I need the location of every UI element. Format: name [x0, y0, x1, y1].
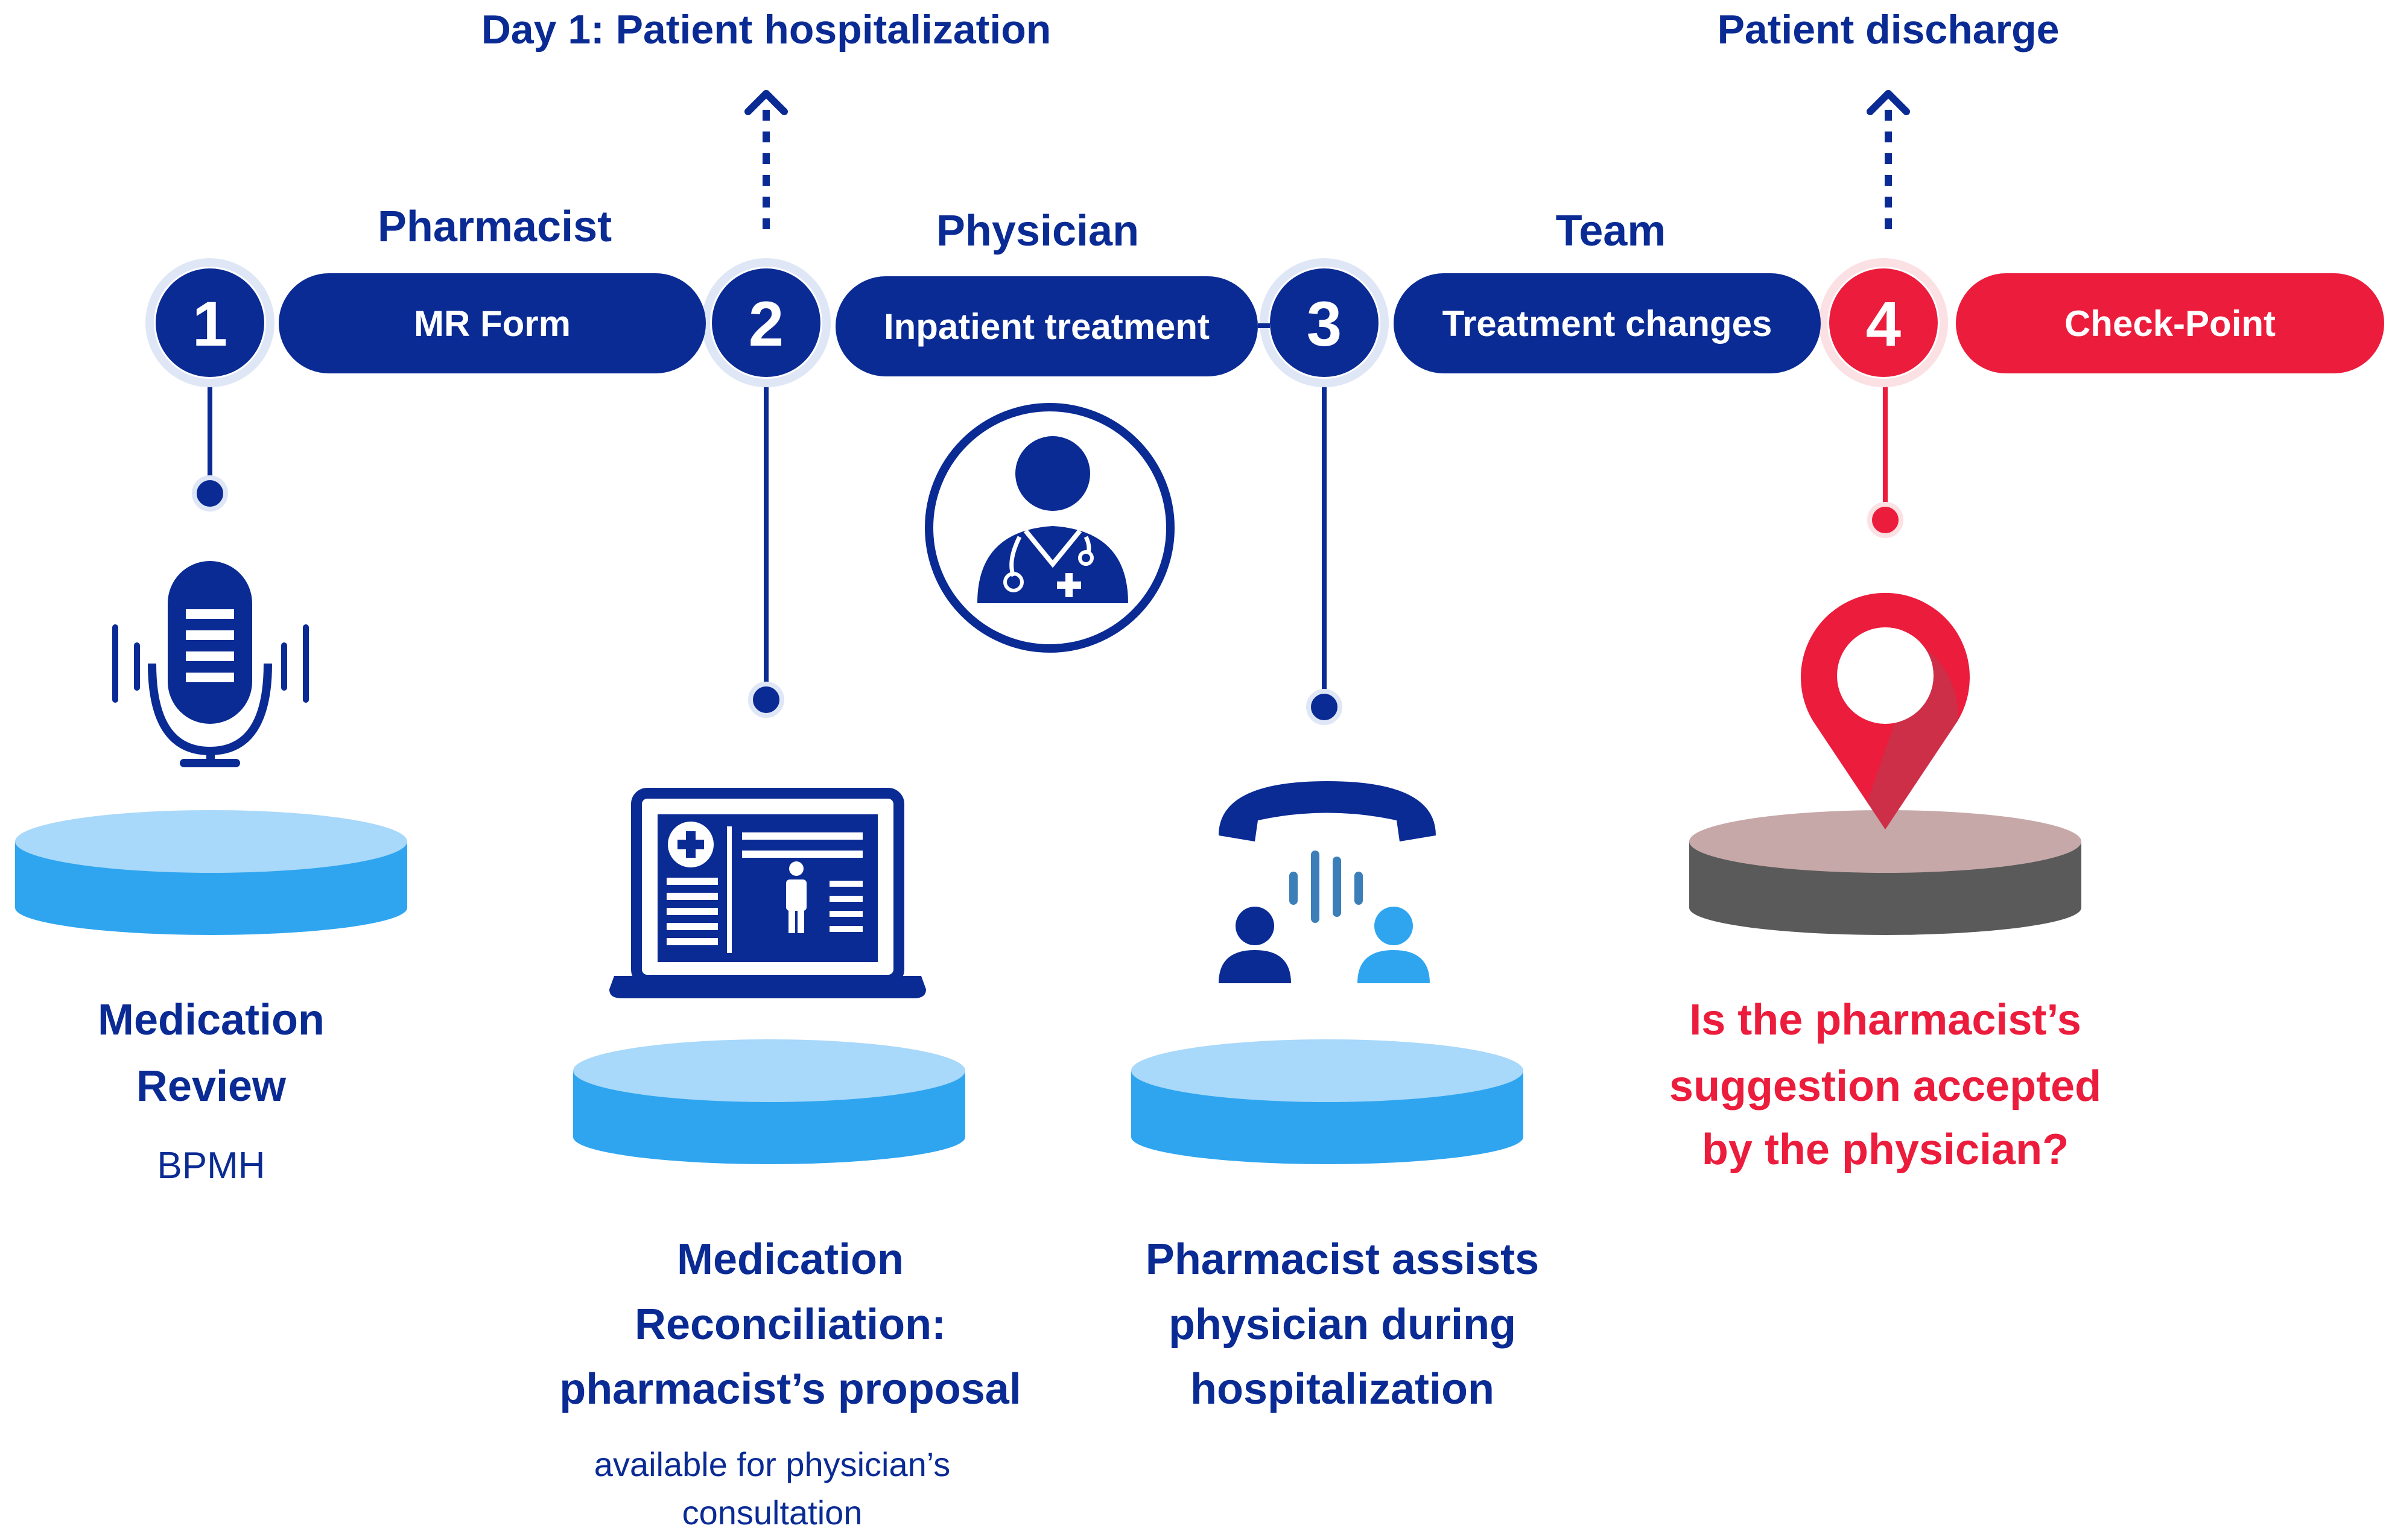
podium-2 — [573, 1039, 965, 1164]
stage1-title-line1: Medication — [97, 996, 325, 1044]
step-circle-3 — [1260, 258, 1389, 387]
discharge-label: Patient discharge — [1717, 7, 2060, 52]
step-circle-4 — [1819, 258, 1948, 387]
pill-check-point: Check-Point — [1956, 273, 2384, 373]
connector-1 — [192, 380, 228, 512]
step-circle-1 — [145, 258, 274, 387]
stage2-subtitle-line2: consultation — [682, 1494, 863, 1532]
stage3-title-line1: Pharmacist assists — [1145, 1235, 1540, 1284]
podium-1 — [15, 810, 407, 935]
role-physician: Physician — [936, 207, 1140, 255]
role-team: Team — [1555, 207, 1666, 255]
stage3-title-line3: hospitalization — [1190, 1365, 1494, 1413]
stage4-title-line2: suggestion accepted — [1669, 1062, 2102, 1111]
step-circle-2 — [702, 258, 831, 387]
connector-2 — [748, 380, 784, 718]
day1-label: Day 1: Patient hospitalization — [481, 7, 1052, 52]
stage2-title-line3: pharmacist’s proposal — [559, 1365, 1021, 1413]
stage4-title-line1: Is the pharmacist’s — [1689, 996, 2081, 1044]
stage1-subtitle: BPMH — [157, 1145, 265, 1187]
stage1-title-line2: Review — [136, 1062, 287, 1111]
step-number-2: 2 — [748, 289, 784, 360]
pill-inpatient-treatment: Inpatient treatment — [836, 276, 1258, 376]
doctor-icon — [925, 403, 1175, 653]
podium-4 — [1689, 810, 2081, 935]
pill-treatment-changes: Treatment changes — [1394, 273, 1821, 373]
laptop-medical-record-icon — [609, 788, 926, 998]
stage4-title-line3: by the physician? — [1701, 1126, 2069, 1174]
role-pharmacist: Pharmacist — [377, 203, 612, 251]
connector-3 — [1306, 380, 1342, 725]
day1-arrow — [744, 90, 788, 229]
stage3-title-line2: physician during — [1168, 1301, 1517, 1349]
phone-call-icon — [1219, 781, 1436, 983]
microphone-icon — [112, 561, 309, 767]
pill-mr-form: MR Form — [279, 273, 706, 373]
stage2-title-line1: Medication — [676, 1235, 904, 1284]
stage2-subtitle-line1: available for physician’s — [594, 1445, 951, 1483]
step-number-1: 1 — [192, 289, 228, 360]
location-pin-icon — [1800, 592, 1970, 829]
podium-3 — [1131, 1039, 1523, 1164]
step-number-4: 4 — [1865, 289, 1902, 360]
connector-4 — [1867, 380, 1903, 538]
discharge-arrow — [1867, 90, 1910, 229]
stage2-title-line2: Reconciliation: — [634, 1301, 947, 1349]
step-number-3: 3 — [1306, 289, 1342, 360]
